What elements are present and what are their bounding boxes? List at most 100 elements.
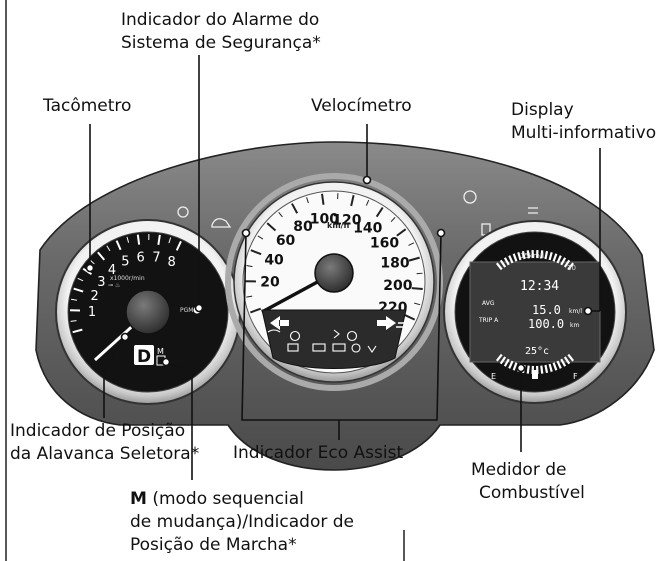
fuel-full-label: F xyxy=(573,372,578,381)
tachometer-tick xyxy=(136,234,141,245)
tachometer-tick xyxy=(106,245,111,252)
speedometer-tick-label: 60 xyxy=(276,233,296,249)
clock-display: 12:34 xyxy=(520,279,559,294)
speedometer-tick xyxy=(350,194,355,207)
tachometer-tick-label: 5 xyxy=(121,255,129,270)
battery-icon xyxy=(287,343,299,352)
eco-scale-segment xyxy=(495,262,503,271)
speedometer-tick xyxy=(257,235,264,240)
m-indicator-label-bold: M xyxy=(130,489,147,509)
vsa-icon xyxy=(332,343,346,352)
lcd-screen xyxy=(469,261,601,363)
security-alarm-label-line2: Sistema de Segurança* xyxy=(121,33,321,53)
tachometer-tick-label: 2 xyxy=(90,289,98,304)
fuel-gauge-segment xyxy=(556,360,562,369)
speedometer-tick xyxy=(266,222,277,232)
eco-scale-segment xyxy=(503,257,510,266)
tachometer-tick xyxy=(72,328,83,334)
m-indicator-label-line2: de mudança)/Indicador de xyxy=(130,512,354,532)
fuel-gauge-segment xyxy=(495,353,503,362)
eco-scale-segment xyxy=(499,259,507,268)
door-open-icon xyxy=(211,218,232,228)
tachometer-tick xyxy=(70,298,78,301)
speedometer-tick xyxy=(306,197,309,204)
trip-value: 100.0 xyxy=(528,317,564,331)
tachometer-tick xyxy=(175,240,182,251)
speedometer-tick xyxy=(416,272,423,275)
fuel-gauge-segment xyxy=(540,365,544,374)
fuel-empty-label: E xyxy=(491,372,496,381)
fuel-gauge-segment xyxy=(563,356,571,365)
callout-end-dots xyxy=(85,175,593,373)
sequential-mode-indicator: M xyxy=(157,347,164,356)
speedometer-tick xyxy=(408,256,420,262)
eco-scale-segment xyxy=(521,250,526,260)
trip-label: TRIP A xyxy=(478,317,499,324)
fuel-gauge-segment xyxy=(526,365,530,374)
gear-position-box xyxy=(134,345,154,365)
speedometer-label: Velocímetro xyxy=(311,96,412,116)
tpms-icon xyxy=(367,345,377,353)
temperature-display: 25°c xyxy=(525,346,549,357)
speedometer-tick xyxy=(321,193,325,205)
speedometer-tick-label: 20 xyxy=(260,275,280,291)
speedometer-tick-label: 140 xyxy=(353,221,382,237)
speedometer-tick-label: 80 xyxy=(293,219,313,235)
fuel-gauge-label-line2: Combustível xyxy=(479,483,585,503)
speedometer-tick xyxy=(365,199,370,206)
tachometer-tick-label: 1 xyxy=(88,305,96,320)
tachometer-label: Tacômetro xyxy=(43,96,132,116)
fuel-gauge-segment xyxy=(508,360,514,369)
brake-warning-icon xyxy=(177,206,189,218)
multi-info-display-label-line1: Display xyxy=(511,100,574,120)
tachometer-tick xyxy=(168,237,172,244)
tachometer-tick xyxy=(73,287,84,293)
speedometer-hub xyxy=(314,253,354,293)
security-alarm-label-line1: Indicador do Alarme do xyxy=(121,10,320,30)
eco-scale-label: 15km/l xyxy=(520,252,544,260)
fuel-gauge-segment xyxy=(499,356,507,365)
speedometer-tick xyxy=(278,211,283,218)
m-indicator-label-line3: Posição de Marcha* xyxy=(130,535,297,555)
eco-scale-segment xyxy=(548,252,553,261)
tachometer-tick xyxy=(77,277,84,282)
eco-scale-segment xyxy=(512,253,518,262)
speedometer-tick xyxy=(250,249,262,256)
tachometer-tick xyxy=(157,234,161,245)
trip-unit: km xyxy=(570,322,579,329)
avg-fuel-value: 15.0 xyxy=(532,303,561,317)
eco-scale-segment xyxy=(508,255,514,264)
eco-assist-label: Indicador Eco Assist xyxy=(233,443,404,463)
multi-info-display-label-line2: Multi-informativo xyxy=(511,123,657,143)
eco-scale-segment xyxy=(563,259,571,268)
eco-scale-segment xyxy=(560,257,567,266)
tachometer-tick-label: 3 xyxy=(97,275,105,290)
pgm-fi-label: PGM-FI xyxy=(180,307,201,314)
speedometer-tick xyxy=(408,242,415,246)
tachometer-tick xyxy=(82,267,93,276)
eps-icon xyxy=(312,343,326,352)
fuel-gauge-segment xyxy=(548,363,553,372)
eco-scale-segment xyxy=(567,262,575,271)
tachometer-tick-label: 6 xyxy=(137,250,145,265)
m-indicator-label-rest: (modo sequencial xyxy=(146,489,304,509)
abs-warning-icon xyxy=(289,330,301,342)
shift-lever-label-line2: da Alavanca Seletora* xyxy=(10,444,200,464)
indicator-panel xyxy=(261,309,407,369)
speedometer-unit: km/h xyxy=(327,221,350,230)
tachometer-tick-label: 8 xyxy=(168,255,176,270)
fuel-gauge-segment xyxy=(567,353,575,362)
tachometer-tick-label: 4 xyxy=(108,263,116,278)
tachometer-tick xyxy=(97,251,106,261)
eco-scale-segment xyxy=(556,255,562,264)
immobilizer-icon xyxy=(463,190,477,204)
fuel-gauge-segment xyxy=(544,364,549,374)
speedometer-tick xyxy=(411,287,423,291)
tachometer-tick-label: 7 xyxy=(152,251,160,266)
fuel-gauge-segment xyxy=(552,362,558,371)
tachometer-tick xyxy=(115,240,122,251)
engine-warning-icon: ⊸ ♨ xyxy=(108,282,120,289)
